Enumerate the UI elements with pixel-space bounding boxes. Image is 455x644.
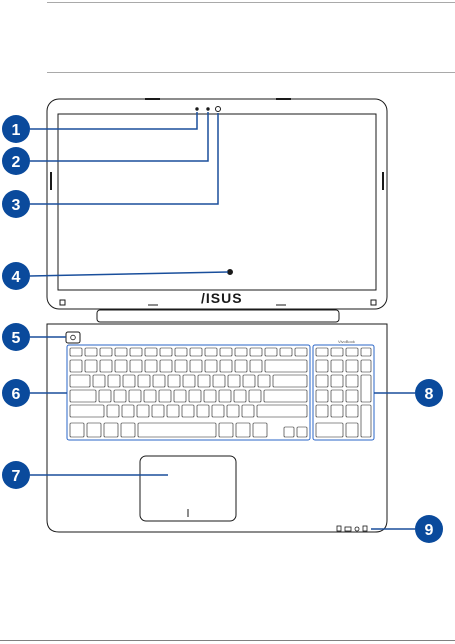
callout-7: 7 (2, 461, 30, 489)
callout-1-number: 1 (12, 122, 21, 139)
display-screen (58, 114, 376, 290)
callout-2: 2 (2, 147, 30, 175)
webcam (216, 107, 221, 112)
hinge-bar (97, 310, 339, 322)
callout-3-number: 3 (12, 197, 21, 214)
callout-6: 6 (2, 379, 30, 407)
leader-1 (30, 112, 197, 129)
mic-1 (196, 108, 198, 110)
keyboard (70, 348, 371, 437)
leader-2 (30, 112, 208, 161)
screen-center-dot (228, 270, 233, 275)
leader-4 (30, 272, 228, 276)
callout-6-number: 6 (12, 386, 21, 403)
callout-2-number: 2 (12, 154, 21, 171)
callout-3: 3 (2, 190, 30, 218)
callout-4: 4 (2, 262, 30, 290)
model-label: VivoBook (338, 339, 355, 344)
callout-1: 1 (2, 115, 30, 143)
callout-9: 9 (415, 515, 443, 543)
callout-8: 8 (415, 379, 443, 407)
callout-7-number: 7 (12, 468, 21, 485)
callout-5: 5 (2, 323, 30, 351)
mic-2 (207, 108, 209, 110)
callout-8-number: 8 (425, 386, 434, 403)
callout-5-number: 5 (12, 330, 21, 347)
power-button (66, 332, 80, 343)
callout-9-number: 9 (425, 522, 434, 539)
brand-logo: /ISUS (201, 290, 243, 306)
status-indicators (337, 526, 367, 531)
callout-4-number: 4 (12, 269, 21, 286)
